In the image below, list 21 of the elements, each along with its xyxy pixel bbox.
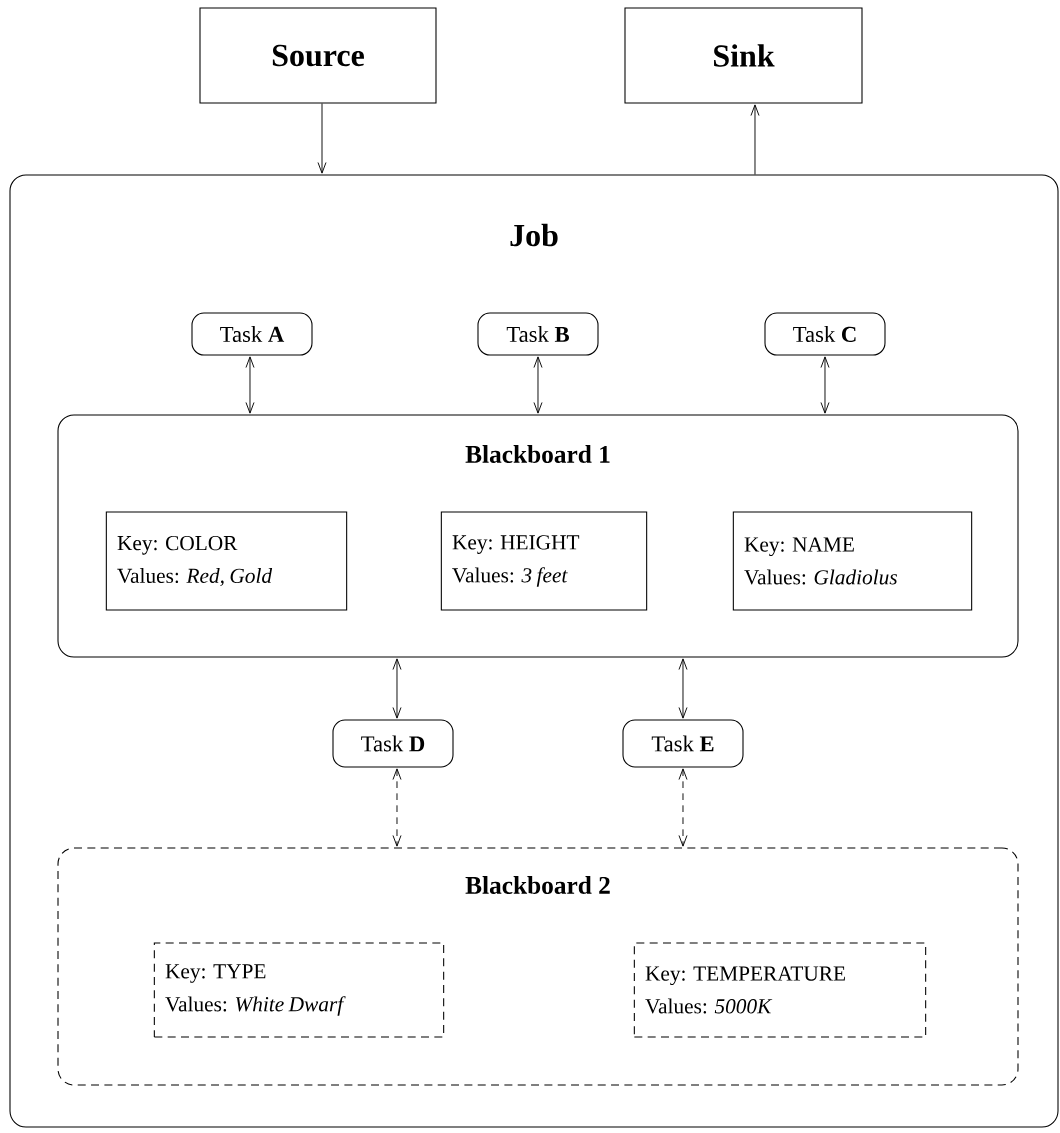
task-box: Task B: [477, 312, 599, 356]
arrow: [392, 768, 402, 847]
key-value-box: Key: TEMPERATURE Values: 5000K: [633, 942, 927, 1038]
arrow: [678, 658, 688, 719]
arrow: [392, 658, 402, 719]
arrow: [245, 356, 255, 414]
key-value-box: Key: COLOR Values: Red, Gold: [105, 511, 348, 611]
key-value-box: Key: TYPE Values: White Dwarf: [153, 942, 445, 1038]
task-box: Task E: [622, 719, 744, 768]
arrow: [750, 104, 760, 175]
arrow: [317, 103, 327, 174]
arrow: [533, 356, 543, 414]
process-box: Sink: [624, 7, 863, 104]
arrow: [820, 356, 830, 414]
key-value-box: Key: HEIGHT Values: 3 feet: [440, 511, 648, 611]
process-box: Source: [199, 7, 437, 104]
key-value-box: Key: NAME Values: Gladiolus: [732, 511, 973, 611]
arrow: [678, 768, 688, 847]
task-box: Task C: [764, 312, 886, 356]
task-box: Task A: [191, 312, 313, 356]
task-box: Task D: [332, 719, 454, 768]
